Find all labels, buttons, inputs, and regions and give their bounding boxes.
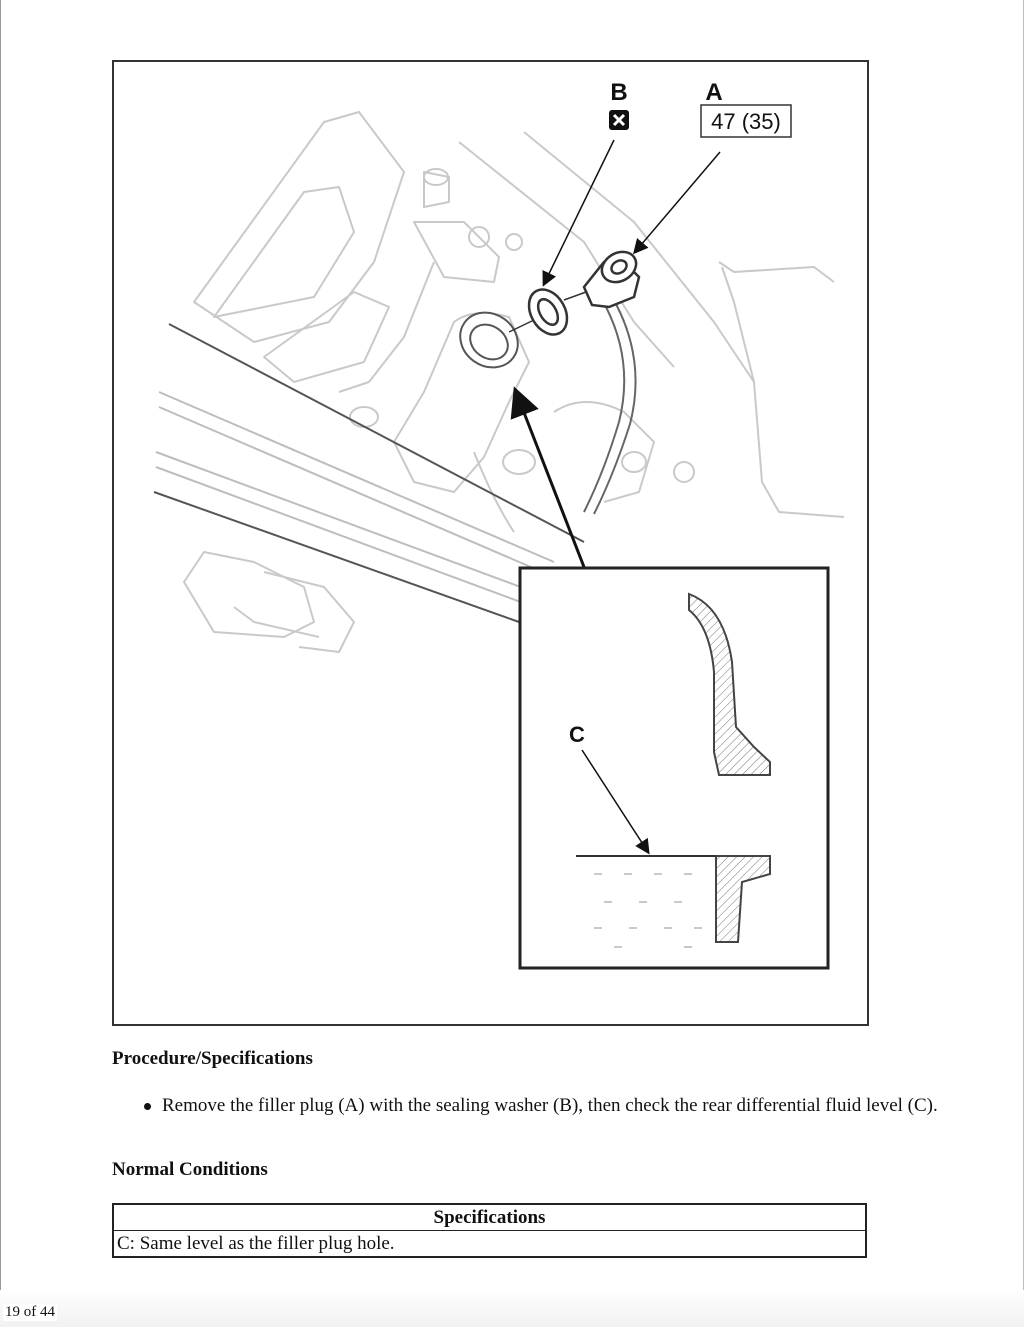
breather-hose xyxy=(583,303,637,515)
filler-plug xyxy=(582,250,641,309)
torque-box xyxy=(700,104,792,138)
detail-leader-arrow xyxy=(510,386,586,568)
illustration-frame: B A 47 (35) xyxy=(112,60,869,1026)
viewer-footer xyxy=(0,1290,1024,1327)
arrow-icon xyxy=(581,749,650,855)
procedure-steps: Remove the filler plug (A) with the seal… xyxy=(140,1094,960,1118)
arrow-icon xyxy=(542,139,615,287)
replace-part-icon xyxy=(609,110,629,130)
callout-a-letter: A xyxy=(705,79,722,106)
sealing-washer xyxy=(527,288,569,336)
callout-b-letter: B xyxy=(610,79,627,106)
torque-value: 47 (35) xyxy=(711,109,781,134)
procedure-step: Remove the filler plug (A) with the seal… xyxy=(140,1094,960,1118)
page-counter: 19 of 44 xyxy=(3,1304,57,1321)
arrow-icon xyxy=(633,151,721,255)
filler-hole xyxy=(459,311,519,369)
cross-member xyxy=(153,323,585,623)
specifications-table: Specifications C: Same level as the fill… xyxy=(112,1203,867,1258)
differential-illustration: B A 47 (35) xyxy=(153,79,845,970)
page-left-edge xyxy=(0,0,1,1327)
procedure-heading: Procedure/Specifications xyxy=(112,1048,313,1069)
detail-inset: C xyxy=(518,566,830,970)
callout-c-letter: C xyxy=(569,722,585,747)
fluid-marks xyxy=(594,873,702,948)
housing-outline xyxy=(183,111,845,653)
specification-row: C: Same level as the filler plug hole. xyxy=(112,1230,867,1258)
specifications-header: Specifications xyxy=(112,1203,867,1231)
normal-conditions-heading: Normal Conditions xyxy=(112,1159,268,1180)
